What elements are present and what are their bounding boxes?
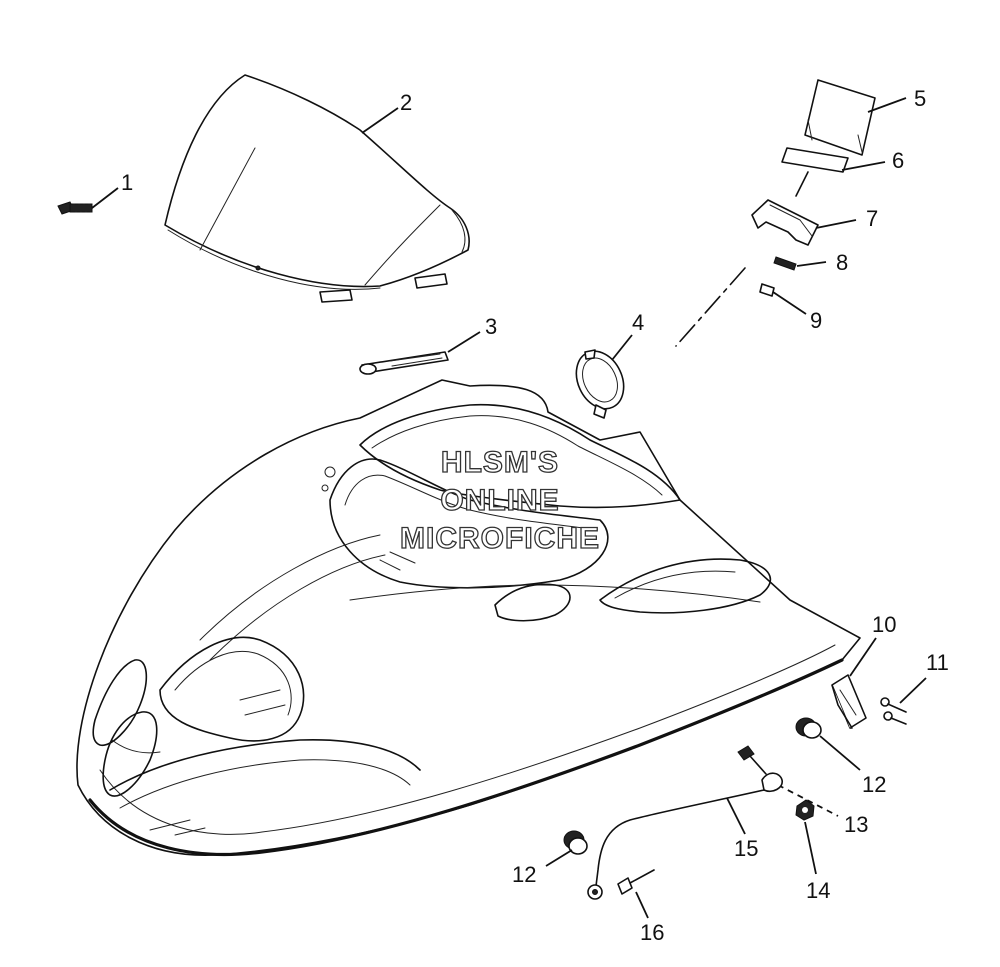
watermark-line-1: HLSM'S xyxy=(441,446,559,479)
part-16-rivet xyxy=(617,869,655,919)
part-11-bolts xyxy=(880,677,927,725)
callout-15: 15 xyxy=(734,836,758,861)
part-7-bracket xyxy=(751,199,857,246)
part-6-gasket xyxy=(781,147,886,173)
callout-13: 13 xyxy=(844,812,868,837)
part-8-spring xyxy=(773,256,827,271)
part-12-grommet-left xyxy=(545,830,588,867)
hood-assembly xyxy=(76,379,861,857)
assembly-line-upper xyxy=(795,171,809,197)
callout-16: 16 xyxy=(640,920,664,945)
callout-4: 4 xyxy=(632,310,644,335)
part-2-windshield xyxy=(164,74,470,303)
part-14-nut xyxy=(795,799,817,875)
part-5-gauge-cover xyxy=(804,79,907,156)
callout-7: 7 xyxy=(866,206,878,231)
callout-labels: 1 2 3 4 5 6 7 8 9 10 11 12 12 13 14 15 1… xyxy=(121,86,949,945)
callout-3: 3 xyxy=(485,314,497,339)
assembly-line-lower xyxy=(675,267,746,347)
callout-10: 10 xyxy=(872,612,896,637)
callout-12-right: 12 xyxy=(862,772,886,797)
part-1-screw xyxy=(57,187,119,215)
callout-5: 5 xyxy=(914,86,926,111)
callout-1: 1 xyxy=(121,170,133,195)
callout-12-left: 12 xyxy=(512,862,536,887)
callout-11: 11 xyxy=(926,650,949,675)
callout-9: 9 xyxy=(810,308,822,333)
part-13-bolt xyxy=(737,745,839,817)
callout-8: 8 xyxy=(836,250,848,275)
part-3-strap xyxy=(359,331,481,375)
part-4-ring xyxy=(575,334,633,419)
part-10-bracket xyxy=(831,637,877,729)
watermark: HLSM'S ONLINE MICROFICHE xyxy=(399,445,600,555)
callout-2: 2 xyxy=(400,90,412,115)
part-12-grommet-right xyxy=(795,717,861,771)
part-15-tether-cable xyxy=(587,772,783,900)
callout-6: 6 xyxy=(892,148,904,173)
part-9-bulb xyxy=(759,283,807,315)
watermark-line-3: MICROFICHE xyxy=(400,522,600,555)
watermark-line-2: ONLINE xyxy=(440,484,559,517)
callout-14: 14 xyxy=(806,878,830,903)
